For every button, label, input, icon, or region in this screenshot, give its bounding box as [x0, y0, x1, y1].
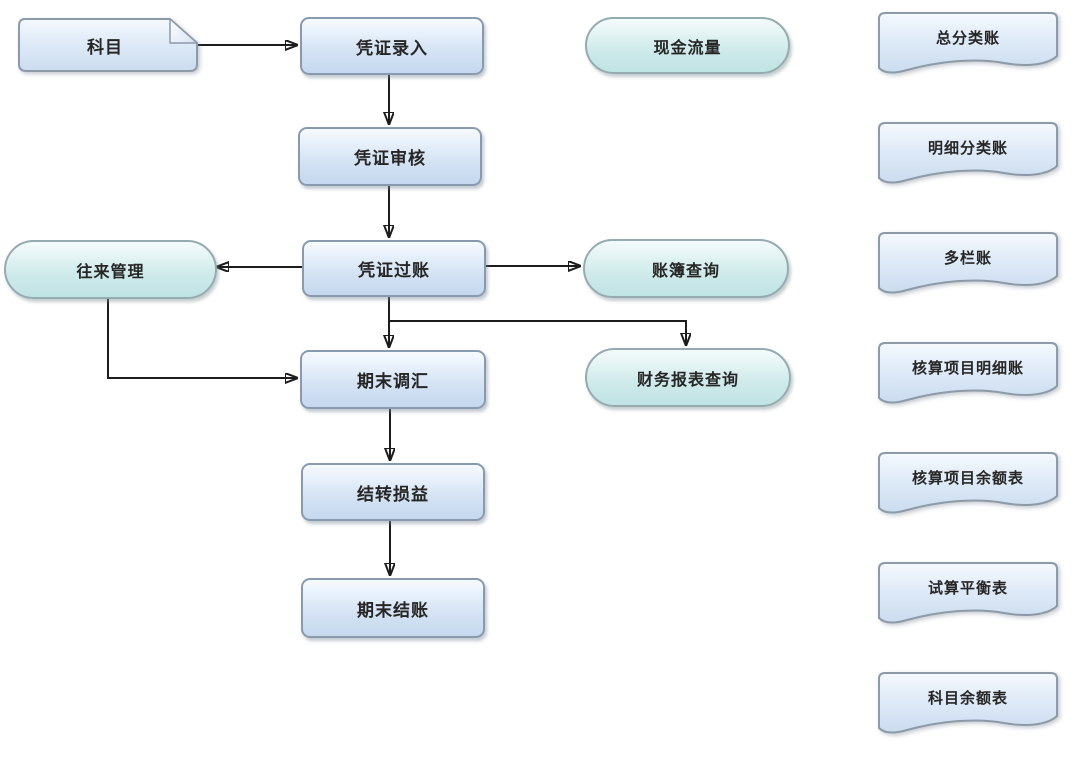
node-label: 明细分类账: [927, 138, 1008, 157]
document-wave-shape: [878, 12, 1058, 74]
document-wave-shape: [878, 232, 1058, 294]
node-subjects: 科目: [18, 18, 198, 72]
node-voucher-audit: 凭证审核: [298, 127, 482, 186]
node-trial-balance-sheet: 试算平衡表: [878, 562, 1058, 626]
node-label: 现金流量: [653, 37, 722, 57]
node-voucher-entry: 凭证录入: [300, 17, 484, 75]
node-voucher-posting: 凭证过账: [302, 240, 486, 297]
document-wave-shape: [878, 122, 1058, 184]
node-label: 总分类账: [935, 28, 1000, 47]
node-multi-column-ledger: 多栏账: [878, 232, 1058, 296]
node-label: 核算项目余额表: [911, 468, 1024, 487]
node-financial-report-query: 财务报表查询: [585, 348, 791, 407]
node-accounting-item-subsidiary-ledger: 核算项目明细账: [878, 342, 1058, 406]
node-label: 科目余额表: [927, 688, 1008, 707]
node-label: 多栏账: [943, 248, 992, 267]
node-ar-ap-management: 往来管理: [4, 240, 217, 299]
node-ledger-query: 账簿查询: [583, 239, 789, 298]
node-label: 往来管理: [76, 261, 145, 281]
node-subsidiary-ledger: 明细分类账: [878, 122, 1058, 186]
node-accounting-item-balance-sheet: 核算项目余额表: [878, 452, 1058, 516]
node-label: 凭证录入: [356, 38, 428, 59]
node-label: 账簿查询: [651, 260, 720, 280]
edge-voucher-posting-to-financial-report-query: [389, 320, 686, 345]
node-transfer-profit-loss: 结转损益: [301, 463, 485, 521]
node-label: 凭证审核: [354, 149, 426, 169]
node-cash-flow: 现金流量: [585, 17, 790, 74]
node-account-balance-sheet: 科目余额表: [878, 672, 1058, 736]
node-label: 结转损益: [357, 484, 429, 505]
node-label: 凭证过账: [358, 261, 430, 281]
document-wave-shape: [878, 562, 1058, 624]
node-label: 期末调汇: [357, 372, 429, 392]
node-label: 试算平衡表: [927, 578, 1008, 597]
edge-ar-ap-management-to-period-end-exchange-adjust: [107, 296, 297, 378]
node-label: 期末结账: [357, 600, 429, 621]
node-period-end-exchange-adjust: 期末调汇: [300, 350, 486, 409]
node-label: 核算项目明细账: [911, 358, 1024, 377]
document-wave-shape: [878, 342, 1058, 404]
document-folded-shape: [18, 18, 198, 72]
node-period-end-closing: 期末结账: [301, 578, 485, 638]
node-general-ledger: 总分类账: [878, 12, 1058, 76]
node-label: 科目: [87, 37, 123, 58]
node-label: 财务报表查询: [636, 369, 739, 389]
document-wave-shape: [878, 452, 1058, 514]
document-wave-shape: [878, 672, 1058, 734]
